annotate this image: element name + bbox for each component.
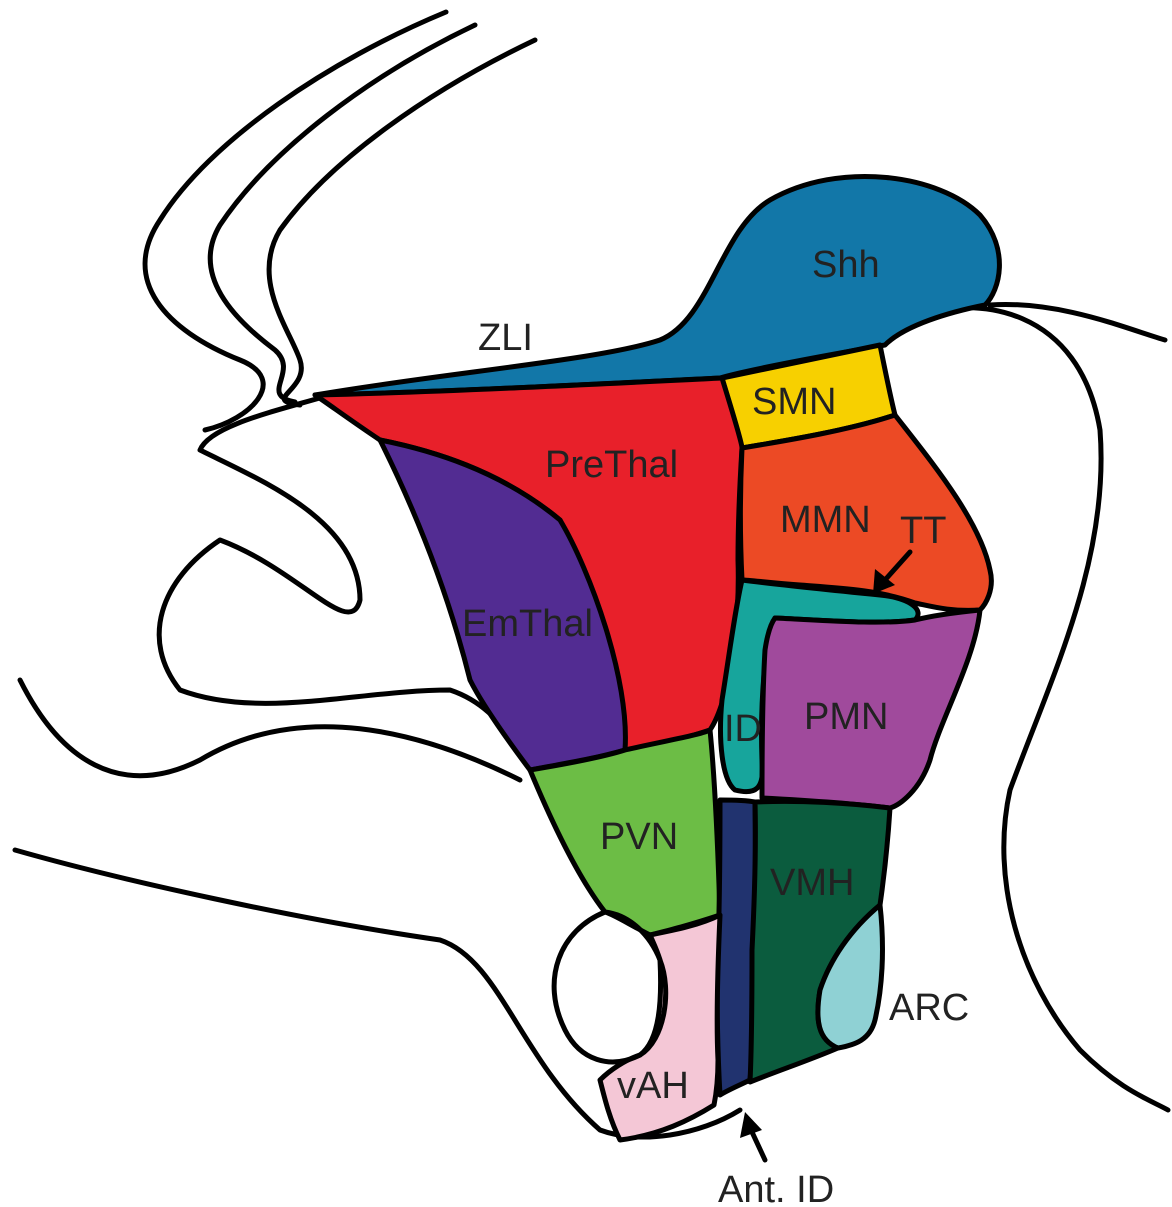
label-shh: Shh <box>812 244 880 286</box>
region-shh <box>315 176 999 395</box>
label-vmh: VMH <box>770 862 854 904</box>
label-zli: ZLI <box>478 317 533 359</box>
label-prethal: PreThal <box>545 444 678 486</box>
label-ant-id: Ant. ID <box>718 1169 834 1207</box>
outline-outer-ventral-left <box>20 680 520 780</box>
label-pvn: PVN <box>600 816 678 858</box>
label-pmn: PMN <box>804 696 888 738</box>
label-tt: TT <box>900 510 946 552</box>
label-mmn: MMN <box>780 499 871 541</box>
label-emthal: EmThal <box>462 603 593 645</box>
outline-mid-dorsal <box>210 25 475 402</box>
label-id: ID <box>724 708 762 750</box>
ant-id-arrow-shaft <box>752 1132 765 1160</box>
outline-outer-dorsal <box>145 12 446 430</box>
label-arc: ARC <box>889 987 969 1029</box>
label-smn: SMN <box>752 381 836 423</box>
label-vah: vAH <box>617 1065 689 1107</box>
